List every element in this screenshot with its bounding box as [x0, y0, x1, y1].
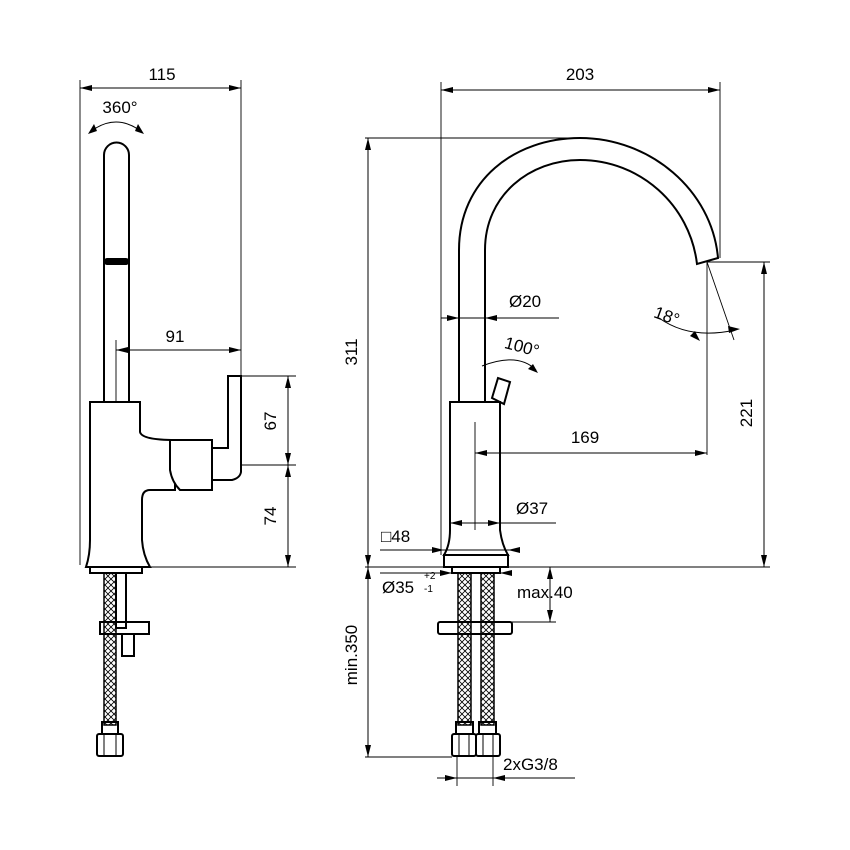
dim-connection: 2xG3/8 — [503, 755, 558, 774]
angle-spout-arc — [658, 317, 736, 334]
dim-side-reach: 91 — [166, 327, 185, 346]
side-view: 115 360° 91 67 74 — [79, 65, 296, 757]
front-hose-left — [457, 572, 472, 726]
dim-max-thickness: max.40 — [517, 583, 573, 602]
side-nut — [121, 633, 135, 657]
dim-lever-angle: 100° — [502, 333, 541, 360]
front-body — [442, 401, 510, 556]
side-stud — [115, 572, 127, 629]
front-base-ring — [443, 554, 509, 568]
dim-base-square: □48 — [381, 527, 410, 546]
side-aerator — [104, 258, 129, 265]
side-hose-nut — [96, 733, 124, 757]
dim-spout-angle: 18° — [651, 303, 682, 330]
front-hose-nut-right — [475, 733, 501, 757]
dim-hole-tol-upper: +2 — [424, 571, 436, 582]
dim-rotation: 360° — [102, 98, 137, 117]
dim-spout-diameter: Ø20 — [509, 292, 541, 311]
dim-outlet-height: 221 — [737, 399, 756, 427]
front-view: 203 311 Ø20 18° 100° 169 221 Ø — [342, 65, 770, 786]
front-hose-right — [480, 572, 495, 726]
dim-hole-tol-lower: -1 — [424, 584, 433, 595]
side-spout — [103, 141, 130, 402]
front-base-collar — [451, 566, 501, 574]
dim-min-hose: min.350 — [342, 625, 361, 685]
dim-total-height: 311 — [342, 338, 361, 365]
front-lever — [490, 376, 512, 406]
dim-lever-height: 67 — [261, 412, 280, 431]
front-spout — [458, 136, 720, 402]
dim-side-width: 115 — [148, 65, 175, 84]
side-body — [84, 401, 176, 568]
dim-spout-projection: 169 — [571, 428, 599, 447]
rotation-arrow — [89, 121, 143, 133]
dim-body-height: 74 — [261, 507, 280, 526]
angle-lever-arc — [481, 359, 537, 371]
front-washer — [437, 621, 513, 635]
dim-body-diameter: Ø37 — [516, 499, 548, 518]
dim-hole-diameter: Ø35 — [382, 578, 414, 597]
front-hose-nut-left — [451, 733, 477, 757]
side-lever — [211, 375, 242, 481]
side-hose — [103, 572, 117, 726]
side-lever-hub — [169, 439, 213, 491]
dim-front-width: 203 — [566, 65, 594, 84]
